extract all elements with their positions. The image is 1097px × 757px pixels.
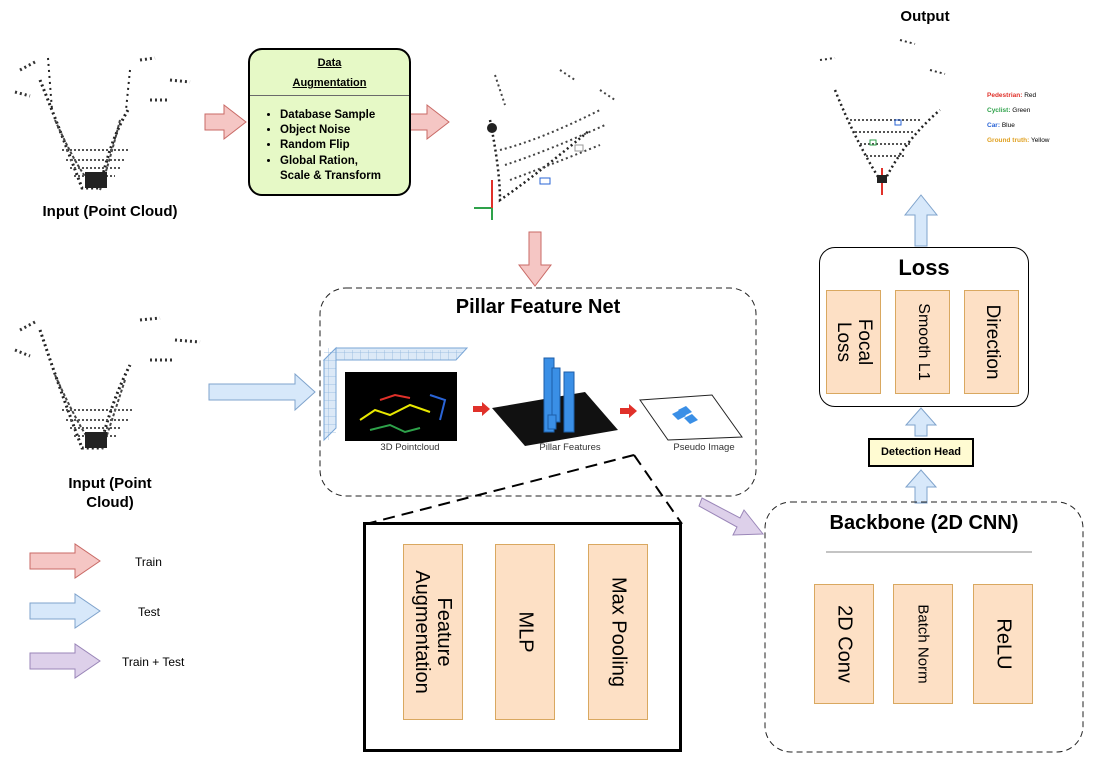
legend-train-arrow xyxy=(29,543,101,579)
augmentation-item: Scale & Transform xyxy=(280,169,381,182)
mlp-block: MLP xyxy=(495,544,555,720)
legend-test-label: Test xyxy=(138,605,161,619)
data-augmentation-title: Data Augmentation xyxy=(250,50,409,96)
detection-head-box: Detection Head xyxy=(868,438,974,467)
loss-title: Loss xyxy=(898,255,950,280)
pseudo-image-illustration xyxy=(639,394,743,441)
augmentation-item: Random Flip xyxy=(280,138,381,153)
label-pillar-features: Pillar Features xyxy=(539,442,601,453)
zoom-connector-left xyxy=(365,454,635,525)
arrow-loss-to-output xyxy=(903,194,939,247)
output-legend-item: Car: Blue xyxy=(987,122,1015,129)
train-input-caption: Input (Point Cloud) xyxy=(42,203,178,220)
pillar-feature-net-region xyxy=(319,287,757,497)
direction-block: Direction xyxy=(964,290,1019,394)
smooth-l1-block: Smooth L1 xyxy=(895,290,950,394)
pfn-detail-box: Feature Augmentation MLP Max Pooling xyxy=(363,522,682,752)
legend-train-test-label: Train + Test xyxy=(122,655,185,669)
conv2d-label: 2D Conv xyxy=(833,605,856,683)
feature-augmentation-label: Feature Augmentation xyxy=(411,570,455,694)
smooth-l1-label: Smooth L1 xyxy=(914,303,932,381)
train-arrow-to-augmentation xyxy=(204,103,247,141)
augmentation-item: Object Noise xyxy=(280,123,381,138)
data-augmentation-title-line2: Augmentation xyxy=(292,77,367,89)
output-legend: Pedestrian: Red Cyclist: Green Car: Blue… xyxy=(987,88,1050,148)
arrow-backbone-to-detection-head xyxy=(904,469,938,504)
focal-loss-block: Focal Loss xyxy=(826,290,881,394)
data-augmentation-box: Data Augmentation Database Sample Object… xyxy=(248,48,411,196)
arrow-detection-head-to-loss xyxy=(904,407,938,437)
backbone-title: Backbone (2D CNN) xyxy=(829,512,1019,534)
train-arrow-to-augmented-cloud xyxy=(407,103,450,141)
legend-train-label: Train xyxy=(135,555,162,569)
backbone-region xyxy=(764,501,1084,753)
test-input-caption-line2: Cloud) xyxy=(86,494,134,511)
legend-train-test-arrow xyxy=(29,643,101,679)
output-legend-item: Cyclist: Green xyxy=(987,107,1031,114)
test-input-caption-line1: Input (Point xyxy=(68,475,152,492)
train-arrow-to-pillar-net xyxy=(517,231,553,287)
feature-augmentation-block: Feature Augmentation xyxy=(403,544,463,720)
legend-test-arrow xyxy=(29,593,101,629)
batch-norm-block: Batch Norm xyxy=(893,584,953,704)
max-pooling-label: Max Pooling xyxy=(607,576,630,688)
pfn-step-arrow-2 xyxy=(620,404,637,418)
pfn-step-arrow-1 xyxy=(473,402,490,416)
label-3d-pointcloud: 3D Pointcloud xyxy=(380,442,440,453)
point-cloud-output xyxy=(819,39,946,195)
relu-block: ReLU xyxy=(973,584,1033,704)
direction-label: Direction xyxy=(981,304,1003,380)
pillar-features-illustration xyxy=(492,357,618,446)
zoom-connector-right xyxy=(633,454,683,525)
output-legend-item: Pedestrian: Red xyxy=(987,92,1037,99)
focal-loss-label: Focal Loss xyxy=(832,318,875,366)
point-cloud-train-input xyxy=(14,56,191,191)
data-augmentation-title-line1: Data xyxy=(317,57,342,69)
label-pseudo-image: Pseudo Image xyxy=(673,442,735,453)
test-arrow-to-pillar-net xyxy=(208,372,316,412)
point-cloud-augmented xyxy=(474,69,616,220)
relu-label: ReLU xyxy=(992,618,1015,670)
mlp-label: MLP xyxy=(514,611,537,653)
output-legend-item: Ground truth: Yellow xyxy=(987,137,1050,144)
pointcloud-voxel-illustration xyxy=(322,346,469,442)
train-test-arrow-to-backbone xyxy=(698,497,765,536)
test-input-caption: Input (Point Cloud) xyxy=(40,474,180,512)
augmentation-item: Global Ration, xyxy=(280,154,381,169)
data-augmentation-list: Database Sample Object Noise Random Flip… xyxy=(258,108,381,184)
pillar-feature-net-title: Pillar Feature Net xyxy=(455,296,621,318)
augmentation-item: Database Sample xyxy=(280,108,381,123)
batch-norm-label: Batch Norm xyxy=(914,604,932,684)
point-cloud-test-input xyxy=(14,316,201,451)
conv2d-block: 2D Conv xyxy=(814,584,874,704)
max-pooling-block: Max Pooling xyxy=(588,544,648,720)
output-title: Output xyxy=(900,8,950,25)
